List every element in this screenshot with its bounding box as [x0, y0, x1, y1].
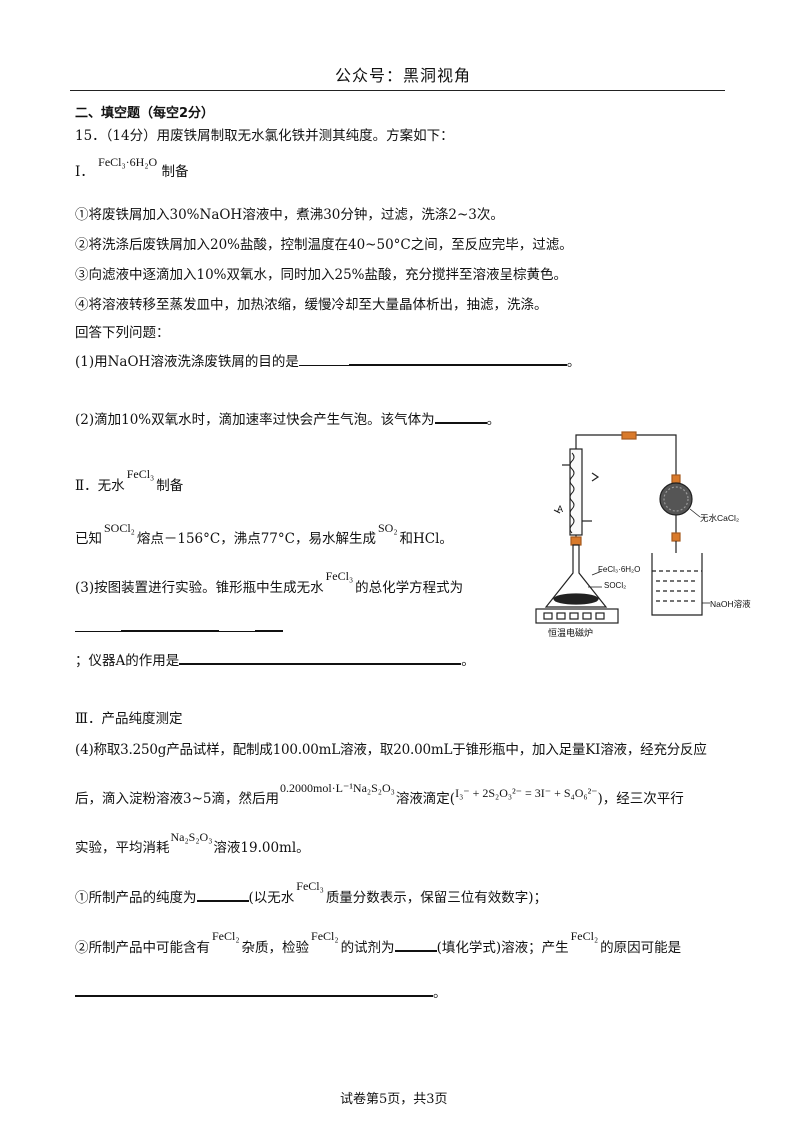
tube-joint	[621, 431, 637, 440]
step-4: ④将溶液转移至蒸发皿中，加热浓缩，缓慢冷却至大量晶体析出，抽滤，洗涤。	[75, 297, 548, 313]
q4b-e: 的原因可能是	[600, 940, 682, 956]
part1-formula: FeCl₃·6H₂O	[98, 155, 158, 169]
question-2: (2)滴加10%双氧水时，滴加速率过快会产生气泡。该气体为 。	[75, 408, 500, 428]
label-flask-1: FeCl₃·6H₂O	[598, 565, 640, 574]
section-title: 二、填空题（每空2分）	[75, 106, 215, 121]
part1-suffix: 制备	[161, 164, 189, 180]
heater-plate	[535, 608, 619, 624]
part3-title: Ⅲ．产品纯度测定	[75, 711, 183, 727]
q4-equation: I₃⁻ + 2S₂O₃²⁻ = 3I⁻ + S₄O₆²⁻	[455, 786, 598, 800]
q4-line3-b: 溶液19.00ml。	[213, 840, 310, 856]
known-prefix: 已知	[75, 531, 102, 547]
q4a-text: ①所制产品的纯度为	[75, 890, 197, 906]
q4-line-1: (4)称取3.250g产品试样，配制成100.00mL溶液，取20.00mL于锥…	[75, 742, 707, 758]
q3-text: (3)按图装置进行实验。锥形瓶中生成无水	[75, 580, 324, 596]
q3-end: 的总化学方程式为	[355, 580, 464, 596]
connecting-tube	[575, 434, 677, 537]
question-4a: ①所制产品的纯度为 (以无水FeCl₃质量分数表示，保留三位有效数字)；	[75, 879, 548, 906]
q3-instrument: ；仪器A的作用是 。	[75, 649, 475, 669]
apparatus-diagram: A 无水CaCl₂ FeCl₃·6H₂O SOCl₂ NaOH溶液 恒温电磁炉	[535, 431, 751, 638]
q4b-reason-line: 。	[75, 981, 447, 1001]
known-end: 和HCl。	[399, 531, 453, 547]
q4b-c: 的试剂为	[340, 940, 395, 956]
q3-blank-a[interactable]	[75, 619, 121, 632]
part2-formula: FeCl₃	[126, 467, 155, 481]
known-mid: 熔点－156°C，沸点77°C，易水解生成	[136, 531, 376, 547]
naoh-beaker	[651, 553, 703, 616]
q4b-formula-2: FeCl₂	[311, 929, 339, 943]
answer-prompt: 回答下列问题：	[75, 325, 170, 341]
q4-line2-b: 溶液滴定(	[395, 791, 456, 807]
q1-end: 。	[566, 354, 581, 370]
header-divider	[70, 90, 725, 91]
q4-line3-formula: Na₂S₂O₃	[170, 830, 213, 844]
q4-line-3: 实验，平均消耗Na₂S₂O₃溶液19.00ml。	[75, 830, 310, 856]
q4b-reagent-blank[interactable]	[394, 938, 437, 952]
q4-line2-a: 后，滴入淀粉溶液3~5滴，然后用	[75, 791, 279, 807]
q4b-end: 。	[433, 985, 447, 1001]
question-4b: ②所制产品中可能含有FeCl₂杂质，检验FeCl₂的试剂为(填化学式)溶液；产生…	[75, 929, 682, 956]
q2-blank[interactable]	[434, 410, 487, 424]
q4a-formula: FeCl₃	[296, 879, 324, 893]
step-1: ①将废铁屑加入30%NaOH溶液中，煮沸30分钟，过滤，洗涤2~3次。	[75, 207, 504, 223]
q3-blank-d[interactable]	[255, 618, 283, 632]
q4a-blank[interactable]	[196, 888, 249, 902]
q4-reagent: 0.2000mol·L⁻¹Na₂S₂O₃	[280, 781, 395, 795]
part2-suffix: 制备	[156, 478, 184, 494]
label-flask-2: SOCl₂	[604, 581, 626, 590]
step-2: ②将洗涤后废铁屑加入20%盐酸，控制温度在40~50°C之间，至反应完毕，过滤。	[75, 237, 573, 253]
q4-line3-a: 实验，平均消耗	[75, 840, 170, 856]
header-watermark: 公众号：黑洞视角	[335, 66, 472, 85]
q3-instrument-text: ；仪器A的作用是	[75, 653, 180, 669]
label-naoh: NaOH溶液	[710, 599, 751, 609]
q15-intro: 15．（14分）用废铁屑制取无水氯化铁并测其纯度。方案如下：	[75, 128, 454, 144]
q3-formula: FeCl₃	[325, 569, 354, 583]
q3-instrument-blank[interactable]	[179, 651, 462, 665]
q3-blank-c[interactable]	[219, 619, 255, 632]
q4b-formula-3: FeCl₂	[570, 929, 599, 943]
label-cacl2: 无水CaCl₂	[700, 513, 739, 523]
question-3: (3)按图装置进行实验。锥形瓶中生成无水FeCl₃的总化学方程式为	[75, 569, 464, 596]
q4-line-2: 后，滴入淀粉溶液3~5滴，然后用0.2000mol·L⁻¹Na₂S₂O₃溶液滴定…	[75, 781, 684, 807]
part2-heading: Ⅱ．无水FeCl₃制备	[75, 467, 184, 494]
q1-text: (1)用NaOH溶液洗涤废铁屑的目的是	[75, 354, 299, 370]
known-line: 已知SOCl₂熔点－156°C，沸点77°C，易水解生成SO₂和HCl。	[75, 521, 453, 547]
step-3: ③向滤液中逐滴加入10%双氧水，同时加入25%盐酸，充分搅拌至溶液呈棕黄色。	[75, 267, 568, 283]
q2-end: 。	[486, 412, 501, 428]
flask-contents	[553, 593, 599, 605]
q1-blank-b[interactable]	[348, 352, 567, 366]
q3-blank-equation	[75, 618, 283, 636]
label-heater: 恒温电磁炉	[548, 627, 593, 638]
q4b-a: ②所制产品中可能含有	[75, 940, 210, 956]
q3-blank-b[interactable]	[121, 618, 219, 632]
q4a-mid: (以无水	[248, 890, 295, 906]
part2-num: Ⅱ．无水	[75, 478, 125, 494]
q4b-reason-blank[interactable]	[75, 983, 433, 997]
q4a-end: 质量分数表示，保留三位有效数字)；	[325, 890, 548, 906]
q1-blank-a[interactable]	[298, 353, 349, 366]
part1-num: Ⅰ．	[75, 164, 94, 180]
cacl2-bulb	[659, 482, 693, 516]
question-1: (1)用NaOH溶液洗涤废铁屑的目的是 。	[75, 350, 580, 370]
q4b-formula-1: FeCl₂	[212, 929, 240, 943]
q2-text: (2)滴加10%双氧水时，滴加速率过快会产生气泡。该气体为	[75, 412, 435, 428]
q4b-d: (填化学式)溶液；产生	[436, 940, 569, 956]
q4-line2-c: )，经三次平行	[597, 791, 684, 807]
known-formula-socl2: SOCl₂	[104, 521, 135, 535]
label-a: A	[557, 504, 563, 514]
known-formula-so2: SO₂	[377, 521, 398, 535]
part1-heading: Ⅰ． FeCl₃·6H₂O 制备	[75, 155, 189, 180]
q4b-b: 杂质，检验	[241, 940, 310, 956]
page-footer: 试卷第5页，共3页	[340, 1092, 448, 1107]
q3-instrument-end: 。	[461, 653, 475, 669]
